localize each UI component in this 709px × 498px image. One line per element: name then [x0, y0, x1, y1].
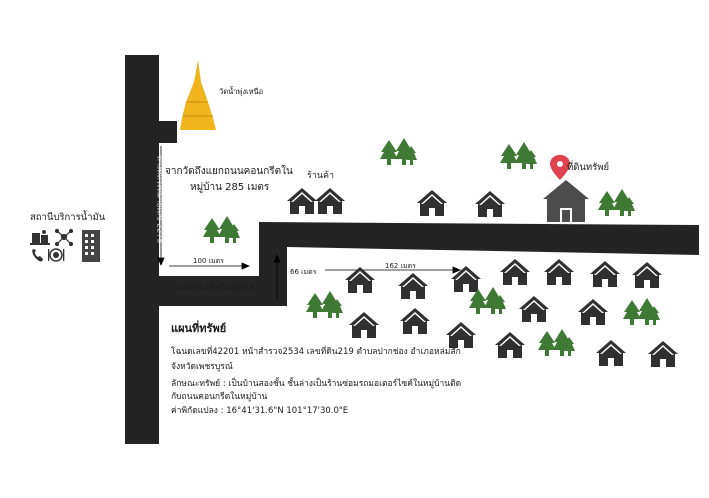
tree-icon	[380, 138, 417, 165]
tree-icon	[598, 189, 635, 216]
house-icon	[287, 188, 317, 214]
house-icon	[578, 299, 608, 325]
info-description-line: ลักษณะทรัพย์ : เป็นบ้านสองชั้น ชั้นล่างเ…	[171, 379, 462, 389]
distance-arrow-b	[273, 253, 281, 300]
distance-label-a: 100 เมตร	[193, 257, 224, 265]
info-description-cont: กับถนนคอนกรีตในหมู่บ้าน	[171, 392, 268, 402]
highway-road	[125, 55, 159, 444]
tree-icon	[538, 329, 575, 356]
tree-icon	[500, 142, 537, 169]
local-road-label: ถนนคอนกรีตในหมู่บ้าน	[172, 283, 258, 293]
direction-text-line1: จากวัดถึงแยกถนนคอนกรีตใน	[165, 166, 293, 177]
distance-label-b: 66 เมตร	[290, 268, 317, 276]
tree-icon	[203, 216, 240, 243]
house-icon	[315, 188, 345, 214]
distance-arrow-c	[325, 266, 462, 274]
temple-driveway	[159, 121, 177, 143]
house-icon	[632, 262, 662, 288]
house-icon	[417, 190, 447, 216]
house-icon	[544, 259, 574, 285]
tree-icon	[306, 291, 343, 318]
info-deed-line: โฉนดเลขที่42201 หน้าสำรวจ2534 เลขที่ดิน2…	[171, 347, 461, 357]
shop-label: ร้านค้า	[307, 171, 335, 181]
restaurant-icon	[48, 248, 65, 262]
temple-label: วัดน้ำพุ่งเหนือ	[219, 87, 264, 96]
local-road	[159, 222, 699, 306]
location-pin-icon	[550, 155, 570, 180]
property-house-icon	[543, 180, 589, 222]
tree-icon	[623, 298, 660, 325]
house-icon	[596, 340, 626, 366]
house-icon	[519, 296, 549, 322]
house-icon	[345, 267, 375, 293]
house-icon	[648, 341, 678, 367]
building-icon	[82, 230, 100, 262]
temple-icon	[180, 60, 216, 130]
house-icon	[400, 308, 430, 334]
house-icon	[500, 259, 530, 285]
info-title: แผนที่ทรัพย์	[171, 322, 227, 335]
gas-station-label: สถานีบริการน้ำมัน	[30, 212, 106, 223]
gas-station-amenity-icons	[30, 228, 100, 262]
house-icon	[475, 191, 505, 217]
house-icon	[398, 273, 428, 299]
house-icon	[495, 332, 525, 358]
gas-pump-icon	[30, 230, 50, 245]
distance-arrow-a	[169, 262, 251, 270]
phone-icon	[32, 249, 43, 262]
network-icon	[54, 228, 74, 247]
distance-label-c: 162 เมตร	[385, 262, 416, 270]
property-label: ที่ดินทรัพย์	[567, 162, 610, 173]
direction-text-line2: หมู่บ้าน 285 เมตร	[190, 182, 270, 193]
house-icon	[446, 322, 476, 348]
info-coordinates-line: ค่าพิกัดแปลง : 16°41'31.6"N 101°17'30.0"…	[171, 406, 349, 416]
house-icon	[349, 312, 379, 338]
direction-arrow-down	[157, 146, 165, 267]
info-province-line: จังหวัดเพชรบูรณ์	[171, 362, 233, 372]
house-icon	[590, 261, 620, 287]
